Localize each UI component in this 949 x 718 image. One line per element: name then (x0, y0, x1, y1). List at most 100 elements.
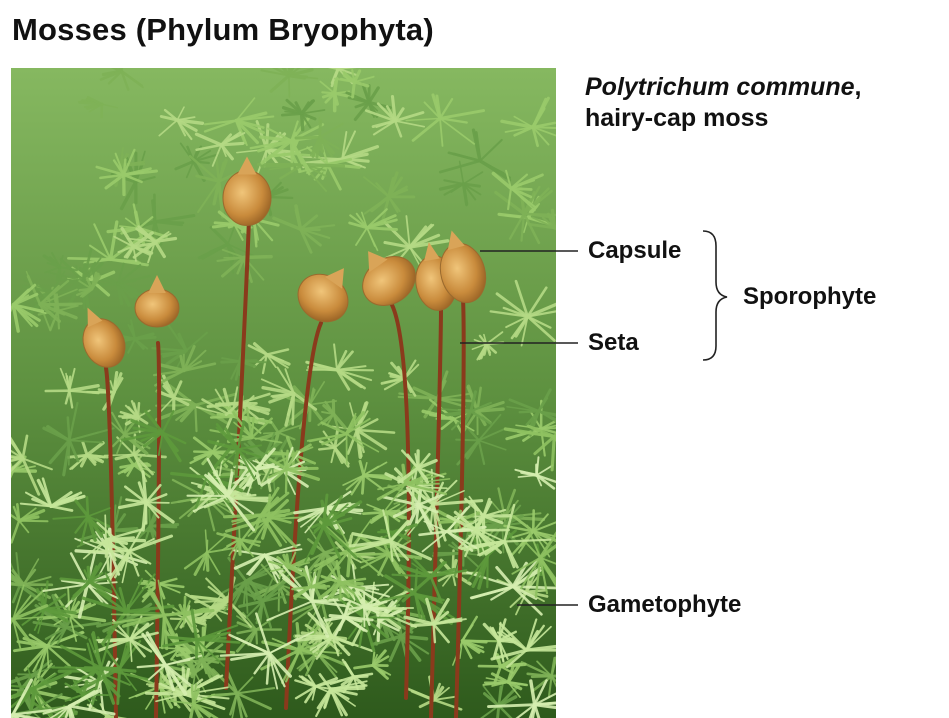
moss-leaf-cluster (294, 674, 344, 704)
moss-leaf-cluster (42, 401, 115, 477)
moss-leaf-cluster (194, 131, 246, 167)
moss-leaf-cluster (52, 495, 111, 546)
moss-leaf-cluster (482, 664, 529, 699)
moss-leaf-cluster (438, 128, 512, 182)
moss-leaf-cluster (503, 424, 556, 472)
moss-leaf-cluster (260, 68, 319, 98)
moss-leaf-cluster (331, 401, 396, 459)
capsules (82, 156, 487, 368)
moss-leaf-cluster (480, 681, 521, 718)
moss-leaf-cluster (11, 283, 47, 333)
moss-leaf-cluster (291, 568, 333, 600)
moss-leaf-cluster (342, 591, 388, 628)
moss-leaf-cluster (223, 486, 292, 547)
capsule (362, 251, 416, 306)
seta-stalks (104, 216, 466, 718)
moss-leaf-cluster (121, 409, 187, 463)
common-name: hairy-cap moss (585, 104, 769, 132)
moss-leaf-cluster (203, 97, 275, 146)
moss-leaf-cluster (59, 562, 113, 601)
moss-leaf-cluster (42, 252, 78, 282)
seta-label: Seta (588, 329, 639, 356)
capsule-label: Capsule (588, 237, 682, 264)
gametophyte-label: Gametophyte (588, 591, 742, 618)
moss-leaf-cluster (506, 388, 556, 437)
moss-leaf-cluster (403, 597, 467, 644)
moss-leaf-cluster (268, 449, 320, 494)
moss-leaf-cluster (166, 683, 219, 718)
capsule (222, 156, 272, 226)
moss-leaf-cluster (306, 410, 380, 466)
moss-leaf-cluster (440, 390, 492, 431)
moss-leaf-cluster (446, 500, 510, 558)
moss-leaf-cluster (183, 529, 236, 576)
moss-leaf-cluster (511, 524, 556, 599)
moss-leaf-cluster (489, 279, 556, 347)
moss-leaf-cluster (514, 456, 556, 490)
sporophyte-brace (702, 230, 728, 361)
seta-stalk (389, 301, 411, 700)
moss-leaf-cluster (256, 162, 346, 192)
moss-leaf-cluster (219, 612, 315, 690)
moss-leaf-cluster (11, 558, 54, 600)
moss-photo (11, 68, 556, 718)
scientific-name: Polytrichum commune (585, 73, 855, 101)
moss-illustration (11, 68, 556, 718)
moss-leaf-cluster (348, 208, 398, 252)
moss-leaf-cluster (294, 116, 344, 159)
capsule (134, 275, 180, 328)
moss-leaf-cluster (162, 608, 241, 667)
moss-leaf-cluster (391, 557, 468, 603)
moss-leaf-cluster (117, 470, 175, 532)
moss-leaf-cluster (11, 678, 53, 718)
moss-leaf-cluster (380, 359, 420, 397)
moss-leaf-cluster (405, 93, 486, 147)
moss-leaf-cluster (329, 658, 374, 694)
moss-leaf-cluster (25, 270, 83, 332)
moss-leaf-cluster (11, 659, 55, 694)
moss-leaf-cluster (11, 584, 52, 651)
moss-leaf-cluster (324, 598, 374, 637)
moss-leaf-cluster (42, 689, 116, 718)
moss-leaf-cluster (364, 95, 426, 138)
seta-stalk (454, 296, 466, 718)
moss-leaf-cluster (207, 420, 262, 480)
moss-leaf-cluster (351, 527, 423, 579)
moss-leaf-cluster (280, 98, 326, 132)
moss-leaf-cluster (11, 502, 49, 544)
figure-title: Mosses (Phylum Bryophyta) (12, 12, 434, 47)
moss-leaf-cluster (113, 226, 158, 262)
moss-leaf-cluster (186, 457, 255, 532)
moss-leaf-cluster (82, 514, 147, 572)
moss-leaf-cluster (338, 588, 396, 653)
moss-leaf-cluster (305, 343, 375, 391)
gametophyte-leaves-front (11, 406, 556, 718)
moss-leaf-cluster (482, 618, 517, 663)
name-separator: , (854, 73, 862, 101)
moss-leaf-cluster (487, 679, 556, 718)
moss-leaf-cluster (19, 477, 86, 512)
moss-leaf-cluster (76, 271, 102, 298)
moss-leaf-cluster (466, 557, 556, 616)
moss-leaf-cluster (176, 641, 227, 683)
sporophyte-label: Sporophyte (743, 283, 877, 310)
moss-leaf-cluster (334, 69, 375, 99)
moss-leaf-cluster (247, 342, 291, 375)
moss-leaf-cluster (304, 493, 363, 563)
moss-leaf-cluster (136, 631, 204, 696)
moss-leaf-cluster (520, 655, 556, 699)
species-caption: Polytrichum commune, hairy-cap moss (585, 72, 861, 134)
moss-leaf-cluster (491, 169, 544, 212)
moss-leaf-cluster (46, 248, 113, 312)
capsule (82, 307, 126, 368)
moss-leaf-cluster (51, 631, 151, 706)
moss-leaf-cluster (110, 579, 215, 651)
moss-leaf-cluster (95, 148, 158, 197)
moss-leaf-cluster (158, 106, 205, 141)
moss-leaf-cluster (99, 68, 144, 92)
moss-leaf-cluster (527, 208, 556, 231)
moss-leaf-cluster (452, 615, 505, 666)
moss-leaf-cluster (342, 459, 394, 496)
seta-stalk (224, 216, 251, 690)
